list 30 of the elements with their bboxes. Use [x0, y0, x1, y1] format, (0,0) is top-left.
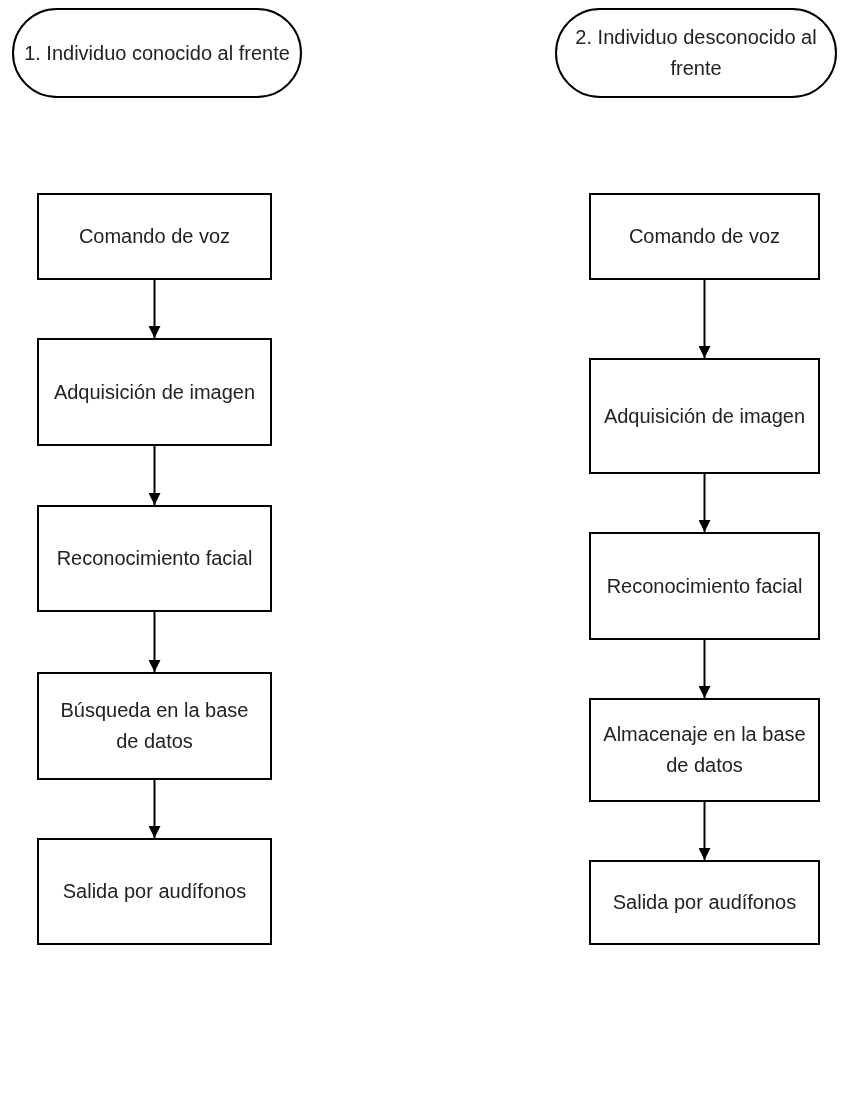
node-label: Adquisición de imagen [603, 403, 806, 429]
node-label: Adquisición de imagen [53, 379, 256, 405]
process-box [37, 338, 272, 446]
arrow [698, 801, 711, 861]
node-label: Comando de voz [628, 224, 781, 249]
process-box [37, 672, 272, 780]
process-box [589, 193, 820, 280]
node-label: 2. Individuo desconocido al frente [574, 25, 818, 81]
arrow [698, 279, 711, 359]
arrow [698, 639, 711, 699]
arrow [698, 473, 711, 533]
process-box [37, 193, 272, 280]
arrow [148, 779, 161, 839]
process-box [37, 838, 272, 945]
node-label: Salida por audífonos [612, 890, 797, 915]
node-label: Salida por audífonos [62, 879, 247, 904]
node-label: Reconocimiento facial [56, 546, 253, 571]
process-box [589, 860, 820, 945]
node-label: Reconocimiento facial [606, 573, 803, 599]
process-box [589, 532, 820, 640]
arrow [148, 445, 161, 506]
process-box [589, 358, 820, 474]
process-box [589, 698, 820, 802]
node-label: Búsqueda en la base de datos [59, 698, 250, 754]
node-label: 1. Individuo conocido al frente [24, 40, 290, 66]
process-box [37, 505, 272, 612]
node-label: Comando de voz [78, 224, 231, 249]
arrow [148, 611, 161, 673]
node-label: Almacenaje en la base de datos [602, 722, 807, 778]
arrow [148, 279, 161, 339]
